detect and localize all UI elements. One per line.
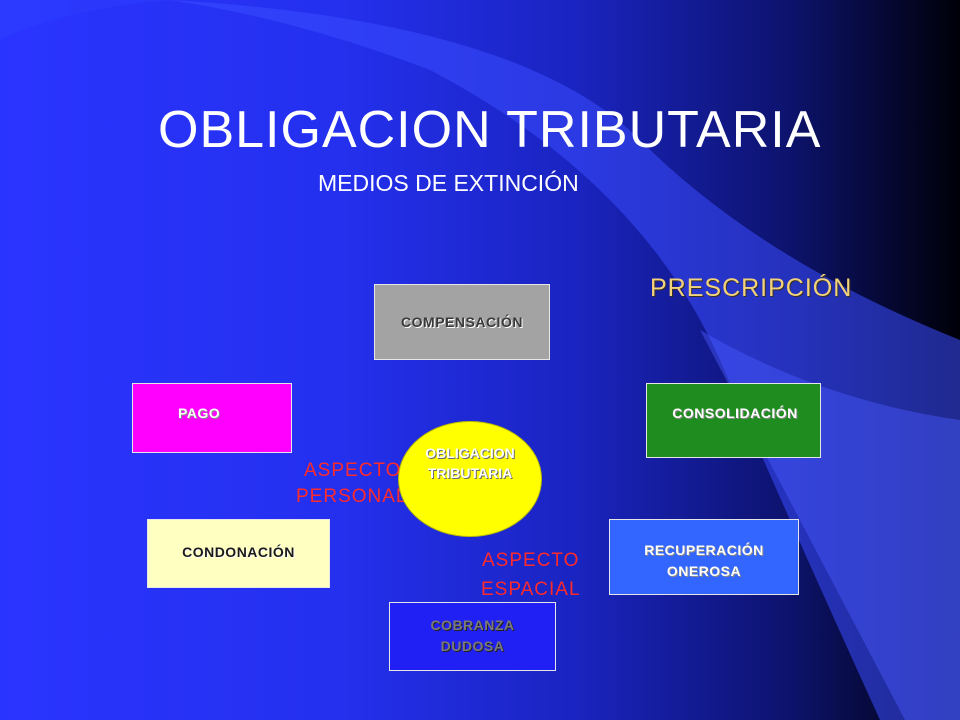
cobranza-label-line1: COBRANZA [430, 617, 515, 633]
aspecto-espacial-line2: ESPACIAL [481, 579, 581, 600]
aspecto-personal-line2: PERSONAL [296, 486, 408, 507]
consolidacion-box [646, 383, 821, 458]
cobranza-label-line2: DUDOSA [440, 638, 505, 654]
aspecto-personal-line1: ASPECTO [304, 460, 402, 481]
consolidacion-label: CONSOLIDACIÓN [672, 405, 798, 421]
condonacion-box [147, 519, 330, 588]
cobranza-dudosa-box [389, 602, 556, 671]
pago-label: PAGO [178, 405, 221, 421]
recuperacion-onerosa-box [609, 519, 799, 595]
recuperacion-label-line1: RECUPERACIÓN [644, 542, 764, 558]
compensacion-box [374, 284, 550, 360]
central-label-line2: TRIBUTARIA [427, 465, 513, 481]
prescripcion-label: PRESCRIPCIÓN [650, 274, 853, 302]
condonacion-label: CONDONACIÓN [182, 544, 295, 560]
pago-box [132, 383, 292, 453]
recuperacion-label-line2: ONEROSA [666, 563, 742, 579]
page-subtitle: MEDIOS DE EXTINCIÓN [318, 170, 579, 196]
page-title: OBLIGACION TRIBUTARIA [158, 101, 822, 159]
compensacion-label: COMPENSACIÓN [401, 314, 523, 330]
central-obligation-label: OBLIGACION TRIBUTARIA [398, 443, 542, 483]
aspecto-espacial-line1: ASPECTO [482, 550, 580, 571]
central-label-line1: OBLIGACION [425, 445, 515, 461]
central-obligation-ellipse [398, 421, 542, 537]
